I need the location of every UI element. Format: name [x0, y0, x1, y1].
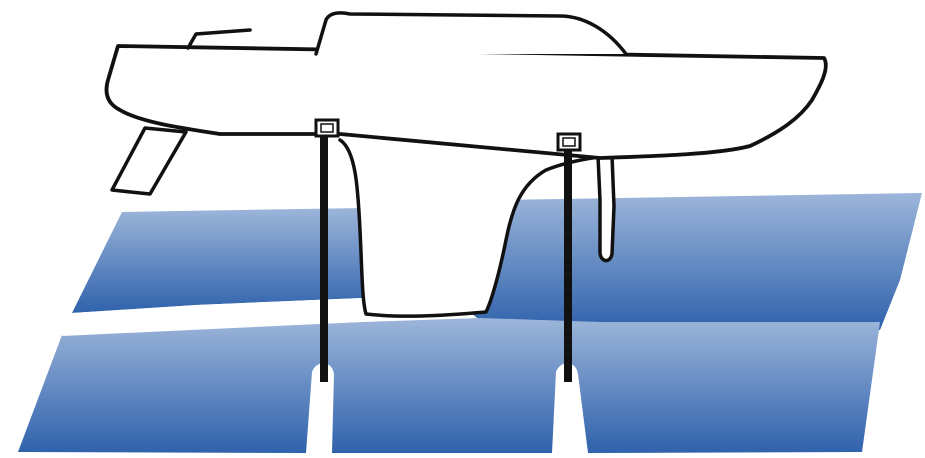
sling-strap-left [320, 134, 328, 370]
sling-bracket-right-inner [562, 137, 576, 147]
sling-strap-right-lower [564, 360, 572, 382]
stern-support [110, 126, 188, 196]
water-panel-upper-right [470, 193, 922, 330]
water-panel-lower [18, 318, 880, 453]
cabin [314, 11, 628, 56]
sling-bracket-left-inner [320, 123, 334, 133]
keel [338, 138, 608, 318]
water-gap [62, 298, 362, 336]
lift-post-base-right [552, 363, 588, 453]
sling-strap-left-lower [320, 360, 328, 382]
bow-rail [186, 28, 252, 50]
hull [104, 44, 828, 160]
sling-strap-right [564, 146, 572, 376]
lift-post-base-left [306, 363, 334, 453]
water-panel-upper [72, 208, 362, 313]
rudder [596, 155, 616, 263]
